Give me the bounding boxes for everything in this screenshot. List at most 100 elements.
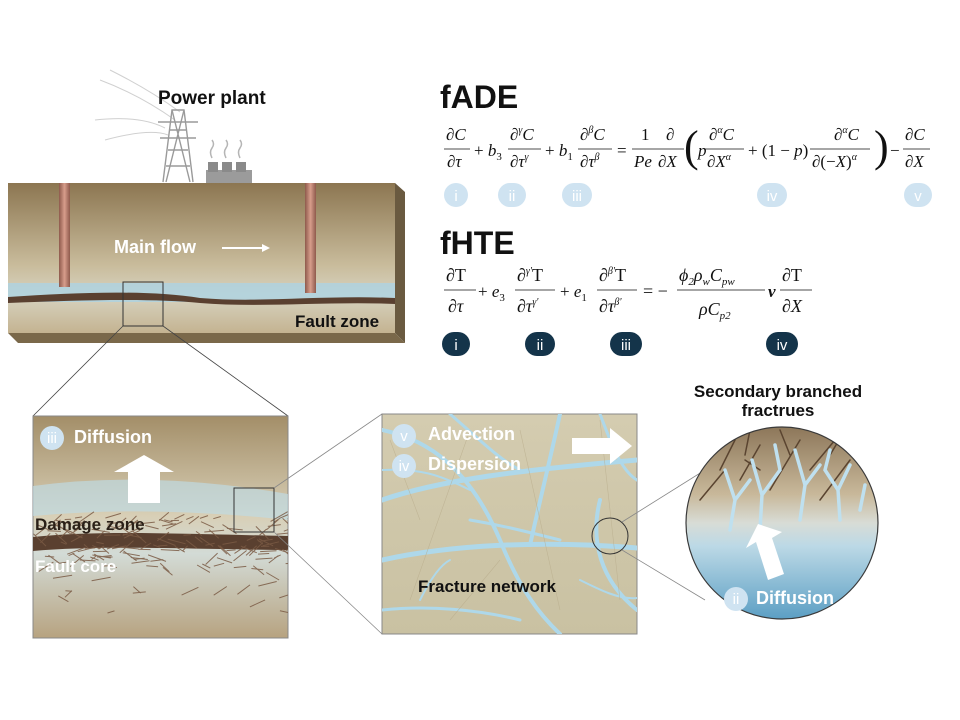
secondary-fractures-label-2: fractrues: [742, 401, 815, 420]
fhte-title: fHTE: [440, 225, 515, 261]
fiber: [58, 595, 69, 603]
fiber: [258, 538, 274, 547]
fiber: [55, 519, 72, 525]
svg-text:∂τβ: ∂τβ: [580, 152, 600, 171]
svg-text:ii: ii: [537, 337, 544, 354]
fiber: [283, 529, 288, 532]
fiber: [159, 519, 175, 525]
fiber: [56, 524, 71, 535]
fiber: [165, 520, 183, 530]
svg-text:∂(−X)α: ∂(−X)α: [812, 152, 858, 171]
fiber: [55, 532, 68, 544]
fiber: [44, 555, 55, 558]
svg-text:∂Xα: ∂Xα: [707, 152, 732, 171]
fiber: [67, 546, 86, 555]
svg-text:∂αC: ∂αC: [834, 125, 860, 144]
fiber: [285, 548, 288, 552]
fiber: [53, 514, 62, 522]
fiber: [159, 562, 170, 573]
fiber: [93, 553, 105, 561]
fiber: [147, 554, 167, 562]
fiber: [213, 516, 221, 520]
fiber: [40, 532, 51, 544]
fiber: [182, 545, 188, 552]
svg-text:−: −: [890, 141, 900, 160]
power-plant-label: Power plant: [158, 88, 266, 109]
svg-text:v: v: [914, 188, 922, 205]
svg-text:∂βC: ∂βC: [580, 125, 605, 144]
fiber: [246, 536, 256, 541]
fiber: [69, 555, 85, 567]
svg-text:v: v: [768, 282, 776, 301]
fiber: [234, 545, 247, 554]
fiber: [140, 542, 152, 550]
fade-badge-i: [444, 183, 468, 207]
fiber: [188, 515, 200, 525]
fiber: [146, 565, 159, 568]
power-plant-illustration: [94, 69, 252, 183]
fiber: [47, 530, 61, 532]
fiber: [279, 594, 288, 599]
fiber: [270, 511, 288, 522]
fiber: [77, 511, 95, 524]
fault-zoom-panel: [32, 415, 289, 639]
fiber: [274, 547, 288, 554]
zoom-box-2: [233, 487, 275, 533]
svg-text:+ b3: + b3: [474, 141, 502, 163]
svg-text:∂τβ': ∂τβ': [599, 296, 622, 316]
fiber: [52, 574, 73, 579]
fiber: [248, 542, 264, 556]
fiber: [59, 561, 67, 564]
diffusion-right-label: Diffusion: [756, 588, 834, 608]
fiber: [164, 519, 173, 523]
fiber: [194, 536, 203, 543]
fiber: [122, 552, 140, 557]
fiber: [208, 529, 220, 539]
fiber: [160, 549, 180, 552]
fiber: [183, 534, 191, 536]
fade-badge-iv: [757, 183, 787, 207]
svg-text:(: (: [684, 122, 699, 171]
fiber: [36, 524, 49, 531]
svg-text:∂αC: ∂αC: [709, 125, 735, 144]
fiber: [279, 610, 288, 614]
fiber: [60, 541, 67, 545]
fiber: [98, 545, 105, 550]
fade-badges: i ii iii iv v: [444, 183, 932, 207]
diffusion-arrow-right: [746, 524, 784, 580]
fiber: [226, 527, 243, 531]
fiber: [119, 517, 127, 524]
fiber: [105, 512, 122, 519]
production-well: [305, 183, 316, 293]
svg-text:+ b1: + b1: [545, 141, 573, 163]
fiber: [237, 584, 251, 595]
fiber: [249, 599, 266, 608]
svg-text:∂X: ∂X: [905, 152, 924, 171]
fiber: [196, 564, 211, 573]
fiber: [129, 515, 137, 523]
fiber: [70, 535, 83, 543]
fiber: [205, 542, 215, 546]
svg-text:1: 1: [641, 125, 650, 144]
fiber: [68, 552, 75, 557]
fiber: [162, 567, 173, 576]
factory-icon: [206, 139, 252, 183]
svg-text:∂τ: ∂τ: [448, 296, 464, 316]
fiber: [217, 545, 228, 555]
fiber: [222, 541, 237, 545]
fiber: [64, 590, 73, 598]
svg-text:∂β'T: ∂β'T: [599, 265, 626, 285]
fade-badge-ii: [498, 183, 526, 207]
fiber: [200, 521, 215, 529]
svg-text:iii: iii: [621, 337, 631, 354]
badge-diffusion-right: [724, 587, 748, 611]
fade-badge-v: [904, 183, 932, 207]
fiber: [84, 547, 96, 550]
fiber: [174, 545, 186, 553]
fiber: [123, 550, 137, 562]
fiber: [266, 572, 280, 581]
fiber: [107, 610, 115, 614]
svg-text:ii: ii: [733, 591, 740, 608]
fiber: [258, 581, 277, 587]
